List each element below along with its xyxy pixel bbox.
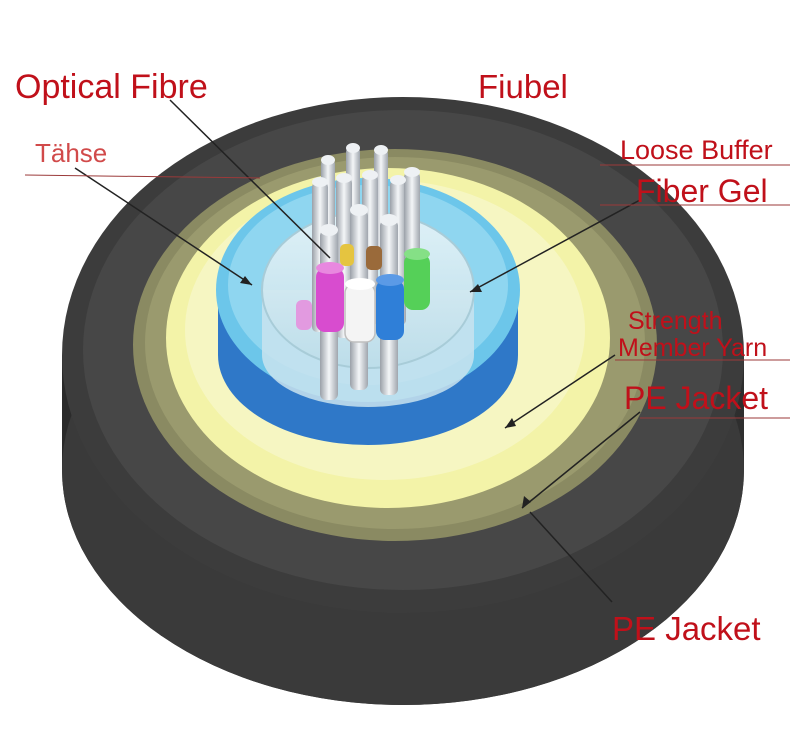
underline-rules [24,164,790,419]
label-pe-jacket-outer: PE Jacket [612,610,761,647]
leader-tube [74,167,253,286]
leader-lines [74,99,641,603]
label-fiber-gel: Fiber Gel [636,173,768,209]
leader-strength-yarn [504,354,616,429]
label-optical-fibre: Optical Fibre [15,68,208,106]
label-strength-member-line1: Strength [628,307,723,335]
fiber-coating-pink [296,300,312,330]
arrowheads [240,276,531,508]
leader-outer-jacket [529,511,613,603]
fiber-coating-magenta [316,268,344,332]
leader-optical-fibre [169,99,331,259]
label-pe-jacket-inner: PE Jacket [624,380,769,416]
fiber-coating-yellow [340,244,354,266]
leader-inner-jacket [521,411,641,509]
fiber-coating-white [344,283,376,343]
fiber-coating-green [404,254,430,310]
label-fiubel: Fiubel [478,68,568,105]
label-strength-member-line2: Member Yarn [618,334,768,362]
leader-fiber-gel [469,199,641,293]
label-loose-buffer: Loose Buffer [620,135,773,165]
fiber-bundle [296,143,430,400]
label-tube: Tähse [35,138,108,168]
fiber-coating-blue [376,280,404,340]
fiber-coating-brown [366,246,382,270]
